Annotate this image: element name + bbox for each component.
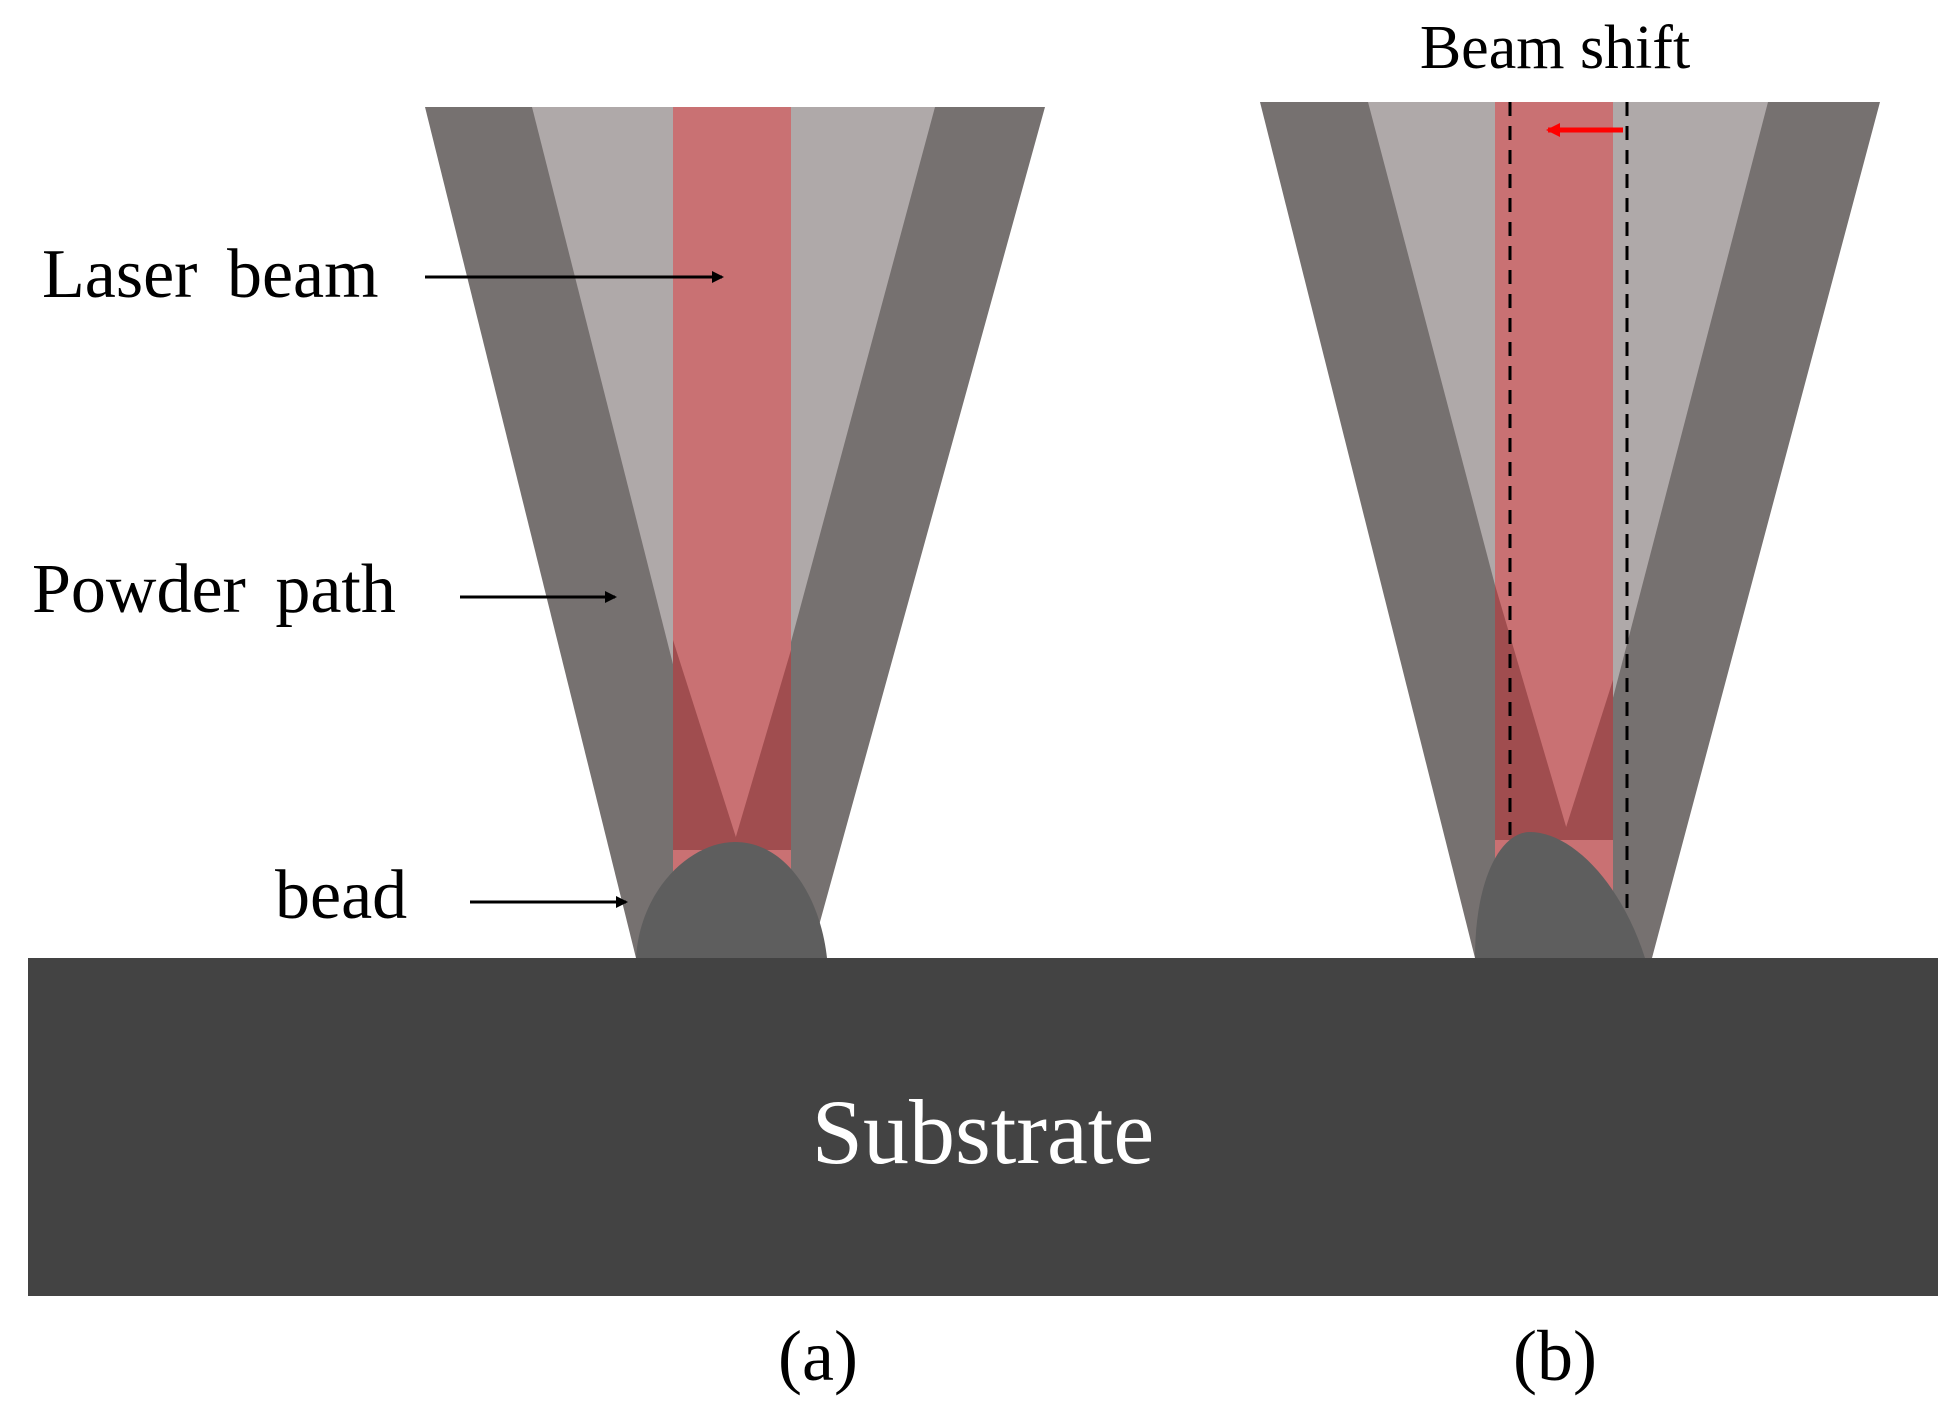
beam-shift-label: Beam shift [1420, 14, 1690, 82]
panel-a-laser-powder-overlap-left [673, 640, 740, 850]
panel-b-laser-powder-overlap-left [1495, 585, 1570, 840]
laser-beam-label: Laser beam [42, 236, 379, 313]
powder-path-label: Powder path [32, 551, 396, 628]
substrate-label: Substrate [812, 1081, 1154, 1183]
panel-a-caption: (a) [778, 1316, 858, 1396]
panel-b-nozzle [1260, 102, 1880, 958]
substrate [28, 958, 1938, 1296]
panel-b-bead [1475, 832, 1645, 958]
panel-a-laser-powder-overlap-right [732, 650, 791, 850]
panel-a-bead [636, 842, 827, 958]
panel-b-laser-powder-overlap-right [1562, 680, 1613, 840]
panel-b-caption: (b) [1513, 1316, 1597, 1396]
panel-a-nozzle [425, 107, 1045, 958]
bead-label: bead [275, 857, 407, 934]
